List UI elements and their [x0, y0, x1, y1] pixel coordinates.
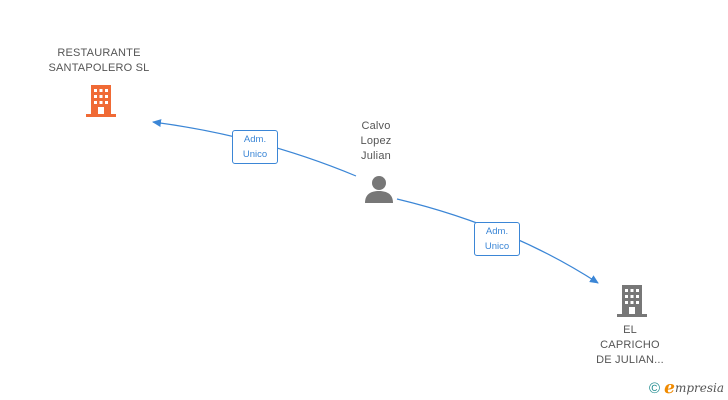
person-name-line2: Lopez	[360, 135, 392, 147]
company-name-line1: RESTAURANTE	[57, 47, 141, 59]
company-name-line2: SANTAPOLERO SL	[48, 62, 150, 74]
copyright-icon: ©	[649, 379, 661, 397]
company-label-restaurante[interactable]: RESTAURANTE SANTAPOLERO SL	[38, 46, 160, 76]
edge-role-line1: Adm.	[485, 226, 509, 237]
person-icon[interactable]	[364, 174, 394, 204]
building-icon[interactable]	[616, 284, 648, 318]
brand-logo-letter: ℯ	[664, 378, 675, 397]
company-label-capricho[interactable]: EL CAPRICHO DE JULIAN...	[590, 323, 670, 368]
building-icon[interactable]	[85, 84, 117, 118]
person-name-line3: Julian	[361, 150, 391, 162]
brand-logo-text: mpresia	[674, 381, 724, 395]
company-name-line3: DE JULIAN...	[596, 354, 664, 366]
edge-role-badge[interactable]: Adm. Unico	[232, 130, 278, 164]
edge-role-line1: Adm.	[243, 134, 267, 145]
company-name-line2: CAPRICHO	[600, 339, 660, 351]
edge-role-badge[interactable]: Adm. Unico	[474, 222, 520, 256]
empresia-footer[interactable]: © ℯ mpresia	[649, 378, 724, 398]
edge-role-line2: Unico	[242, 149, 268, 160]
person-label[interactable]: Calvo Lopez Julian	[346, 119, 406, 164]
person-name-line1: Calvo	[361, 120, 391, 132]
edge-role-line2: Unico	[484, 241, 510, 252]
company-name-line1: EL	[623, 324, 637, 336]
